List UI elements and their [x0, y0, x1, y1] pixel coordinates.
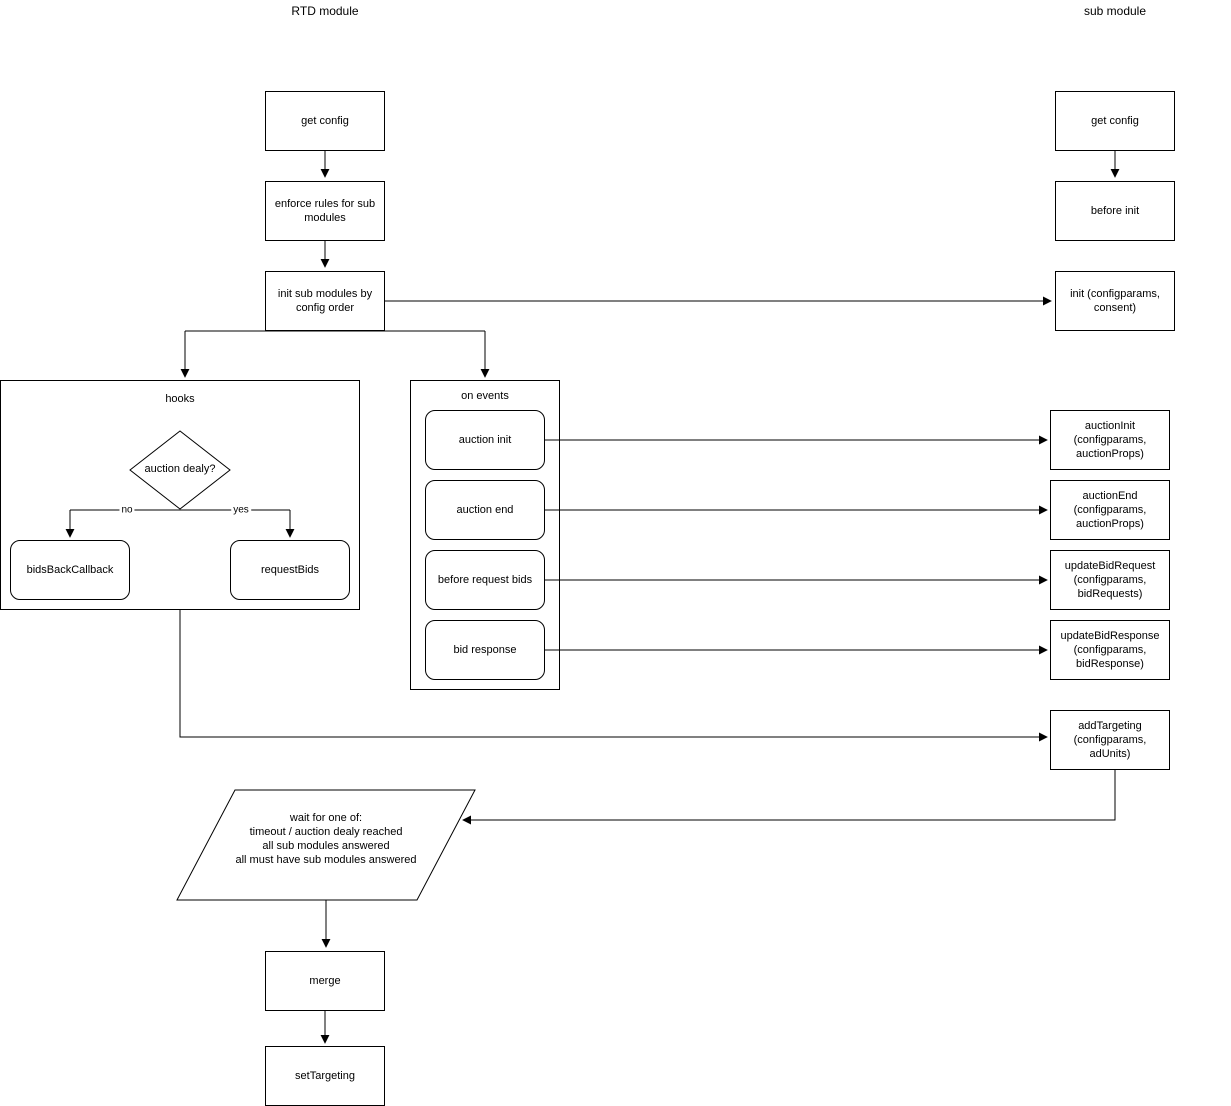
yes-branch-label: yes — [231, 504, 251, 516]
node-rtd-get-config: get config — [265, 91, 385, 151]
node-sub-auction-end: auctionEnd (configparams, auctionProps) — [1050, 480, 1170, 540]
node-set-targeting: setTargeting — [265, 1046, 385, 1106]
node-auction-init-event: auction init — [425, 410, 545, 470]
node-bids-back-callback: bidsBackCallback — [10, 540, 130, 600]
node-sub-auction-init: auctionInit (configparams, auctionProps) — [1050, 410, 1170, 470]
node-bid-response-event: bid response — [425, 620, 545, 680]
node-merge: merge — [265, 951, 385, 1011]
auction-delay-decision-label: auction dealy? — [144, 463, 216, 475]
node-add-targeting: addTargeting (configparams, adUnits) — [1050, 710, 1170, 770]
node-request-bids: requestBids — [230, 540, 350, 600]
node-auction-end-event: auction end — [425, 480, 545, 540]
node-before-init: before init — [1055, 181, 1175, 241]
node-sub-init: init (configparams, consent) — [1055, 271, 1175, 331]
node-before-request-bids-event: before request bids — [425, 550, 545, 610]
sub-module-title: sub module — [1083, 4, 1147, 18]
on-events-container-label: on events — [461, 390, 509, 402]
rtd-module-title: RTD module — [291, 4, 359, 18]
node-enforce-rules: enforce rules for sub modules — [265, 181, 385, 241]
node-update-bid-request: updateBidRequest (configparams, bidReque… — [1050, 550, 1170, 610]
hooks-container-label: hooks — [165, 393, 195, 405]
no-branch-label: no — [119, 504, 135, 516]
node-update-bid-response: updateBidResponse (configparams, bidResp… — [1050, 620, 1170, 680]
node-init-sub-modules: init sub modules by config order — [265, 271, 385, 331]
edge-addtargeting-to-wait — [462, 770, 1116, 825]
wait-label: wait for one of: timeout / auction dealy… — [235, 812, 417, 866]
edge-hooks-to-addtargeting — [179, 610, 1048, 742]
node-sub-get-config: get config — [1055, 91, 1175, 151]
